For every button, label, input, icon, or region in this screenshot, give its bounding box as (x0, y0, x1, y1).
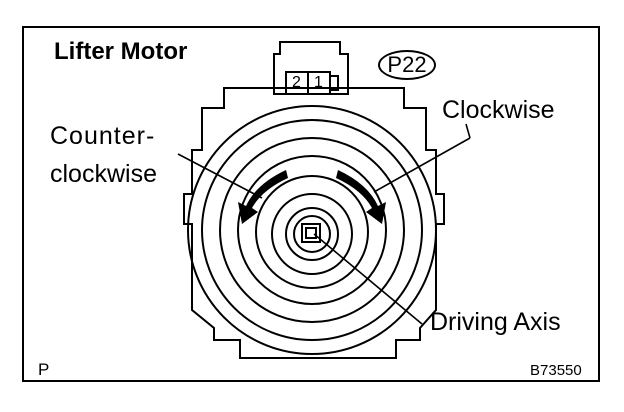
inner-ring (219, 137, 405, 323)
diagram-title: Lifter Motor (54, 38, 188, 65)
pin-label-2: 2 (292, 74, 301, 91)
housing-outer-ring (187, 105, 437, 355)
inner-ring-2 (237, 155, 387, 305)
connector-code-badge: P22 (378, 50, 436, 80)
figure-number: B73550 (530, 362, 582, 379)
shaft-inner-ring (293, 215, 331, 253)
cw-leader (465, 123, 471, 139)
motor-drawing (177, 41, 471, 359)
connector-body (273, 41, 349, 95)
housing-ring (201, 119, 423, 341)
counterclockwise-label-line1: Counter- (50, 122, 156, 150)
axis-leader (313, 233, 423, 325)
diagram-frame: Lifter Motor P22 2 1 Counter- clockwise … (22, 26, 600, 382)
hub-inner-ring (271, 193, 353, 275)
clockwise-arrow (336, 170, 386, 224)
ccw-leader (177, 153, 263, 199)
shaft-ring (285, 207, 339, 261)
clockwise-label: Clockwise (442, 96, 555, 124)
driving-axis-square (301, 223, 321, 243)
pin-label-1: 1 (314, 74, 323, 91)
counterclockwise-label-line2: clockwise (50, 160, 157, 188)
motor-housing (183, 87, 445, 359)
counterclockwise-arrow (238, 170, 288, 224)
hub-ring (255, 175, 369, 289)
driving-axis-label: Driving Axis (430, 308, 561, 336)
cw-leader-2 (373, 137, 471, 193)
corner-mark: P (38, 360, 50, 379)
